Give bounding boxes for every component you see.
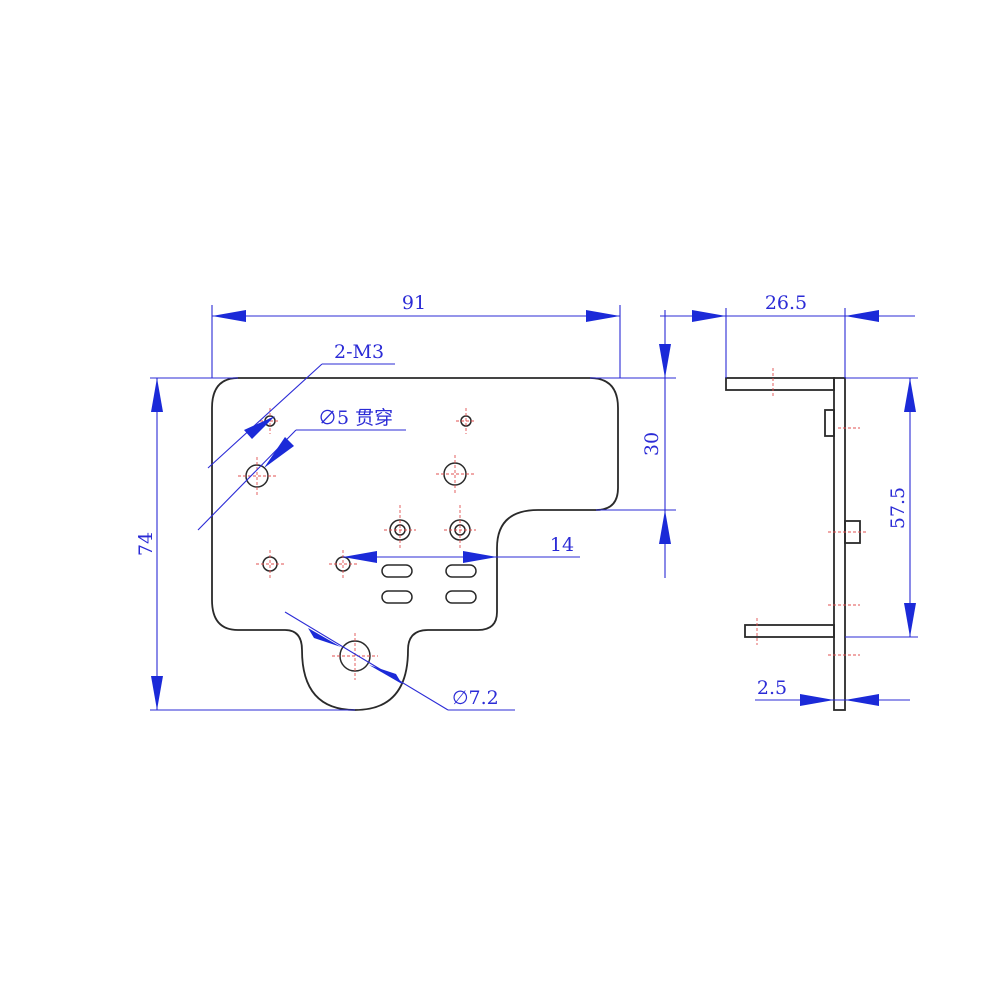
slot-3 — [381, 590, 413, 604]
small-hole-left — [262, 556, 278, 572]
plate-outline — [211, 377, 619, 711]
dim-height-overall: 74 — [135, 532, 157, 556]
dim-slot-offset: 14 — [550, 534, 574, 556]
dim-thickness: 2.5 — [757, 677, 787, 699]
side-bottom-flange — [744, 624, 835, 638]
dim-width-overall: 91 — [402, 292, 426, 314]
side-boss-mid — [844, 520, 861, 544]
slot-1 — [381, 564, 413, 578]
side-dimensions: 26.5 57.5 2.5 — [660, 292, 918, 706]
slot-2 — [445, 564, 477, 578]
note-through-hole: ∅5 贯穿 — [318, 407, 393, 429]
side-boss-top — [824, 409, 835, 437]
dim-upper-step: 30 — [641, 432, 663, 456]
side-top-flange — [725, 377, 835, 391]
side-main-plate — [833, 377, 846, 711]
side-view — [725, 368, 868, 711]
slot-4 — [445, 590, 477, 604]
note-thread: 2-M3 — [334, 341, 384, 363]
dim-side-span: 57.5 — [887, 487, 909, 529]
front-dimensions: 91 74 30 14 2-M3 ∅5 贯穿 ∅7 — [135, 292, 676, 711]
centerlines — [238, 408, 476, 680]
small-hole-mid — [335, 556, 351, 572]
note-large-hole: ∅7.2 — [452, 687, 499, 709]
dim-side-depth: 26.5 — [765, 292, 807, 314]
